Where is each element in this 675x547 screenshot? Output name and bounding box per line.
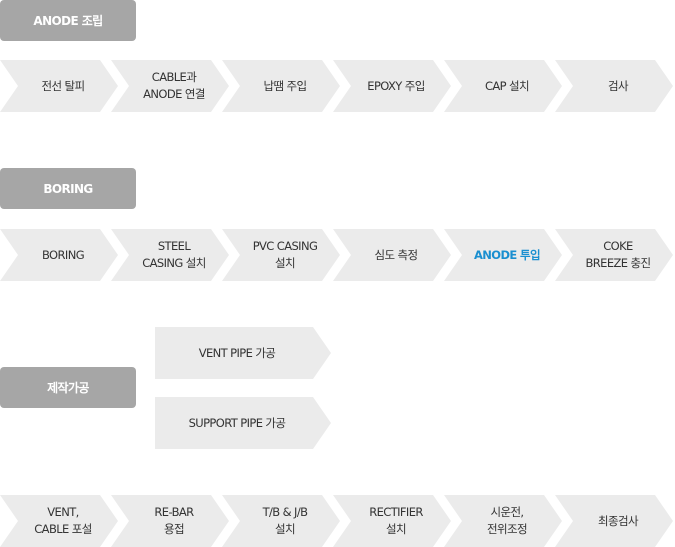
step-tb-jb-install: T/B & J/B 설치 [222, 495, 340, 547]
step-vent-cable-laying: VENT, CABLE 포설 [0, 495, 118, 547]
step-label-line2: 설치 [386, 522, 407, 536]
step-label: 최종검사 [598, 513, 639, 528]
step-label: BORING [41, 247, 85, 262]
step-epoxy-injection: EPOXY 주입 [333, 60, 451, 112]
step-anode-insert: ANODE 투입 [444, 229, 562, 281]
step-label: 전선 탈피 [41, 78, 86, 93]
step-label: EPOXY 주입 [367, 78, 425, 93]
step-label: 검사 [608, 78, 629, 93]
step-label: ANODE 투입 [473, 247, 541, 262]
step-wire-stripping: 전선 탈피 [0, 60, 118, 112]
section-label-boring: BORING [0, 168, 136, 209]
section-label-fabrication: 제작가공 [0, 367, 136, 408]
step-rectifier-install: RECTIFIER 설치 [333, 495, 451, 547]
step-label: RECTIFIER [369, 505, 423, 519]
step-label: VENT PIPE 가공 [198, 346, 276, 360]
step-label-line2: 용접 [164, 522, 185, 536]
step-label: RE-BAR [154, 505, 194, 519]
step-label: T/B & J/B [262, 505, 308, 519]
step-test-run-potential-adjust: 시운전, 전위조정 [444, 495, 562, 547]
step-label: CABLE과 [151, 70, 197, 84]
step-support-pipe-processing: SUPPORT PIPE 가공 [155, 397, 331, 449]
step-pvc-casing: PVC CASING 설치 [222, 229, 340, 281]
step-label: VENT, [47, 505, 79, 519]
step-final-inspection: 최종검사 [555, 495, 673, 547]
step-label: 심도 측정 [374, 247, 419, 262]
step-solder-injection: 납땜 주입 [222, 60, 340, 112]
step-steel-casing: STEEL CASING 설치 [111, 229, 229, 281]
step-label: PVC CASING [252, 239, 318, 253]
step-cap-install: CAP 설치 [444, 60, 562, 112]
step-label: COKE [603, 239, 633, 253]
step-label-line2: CASING 설치 [142, 256, 206, 270]
step-vent-pipe-processing: VENT PIPE 가공 [155, 327, 331, 379]
step-label: 시운전, [490, 505, 524, 519]
step-label-line2: ANODE 연결 [143, 87, 205, 101]
step-label-line2: 설치 [275, 256, 296, 270]
step-boring: BORING [0, 229, 118, 281]
step-label: CAP 설치 [484, 78, 530, 93]
step-coke-breeze-fill: COKE BREEZE 충진 [555, 229, 673, 281]
step-label: STEEL [157, 239, 191, 253]
step-inspection: 검사 [555, 60, 673, 112]
step-label-line2: 전위조정 [487, 522, 528, 536]
step-depth-measure: 심도 측정 [333, 229, 451, 281]
step-label-line2: BREEZE 충진 [585, 256, 652, 270]
step-label-line2: 설치 [275, 522, 296, 536]
section-label-anode-assembly: ANODE 조립 [0, 0, 136, 41]
step-rebar-welding: RE-BAR 용접 [111, 495, 229, 547]
step-label: SUPPORT PIPE 가공 [188, 416, 286, 430]
step-cable-anode-connect: CABLE과 ANODE 연결 [111, 60, 229, 112]
step-label: 납땜 주입 [263, 78, 308, 93]
step-label-line2: CABLE 포설 [34, 522, 92, 536]
